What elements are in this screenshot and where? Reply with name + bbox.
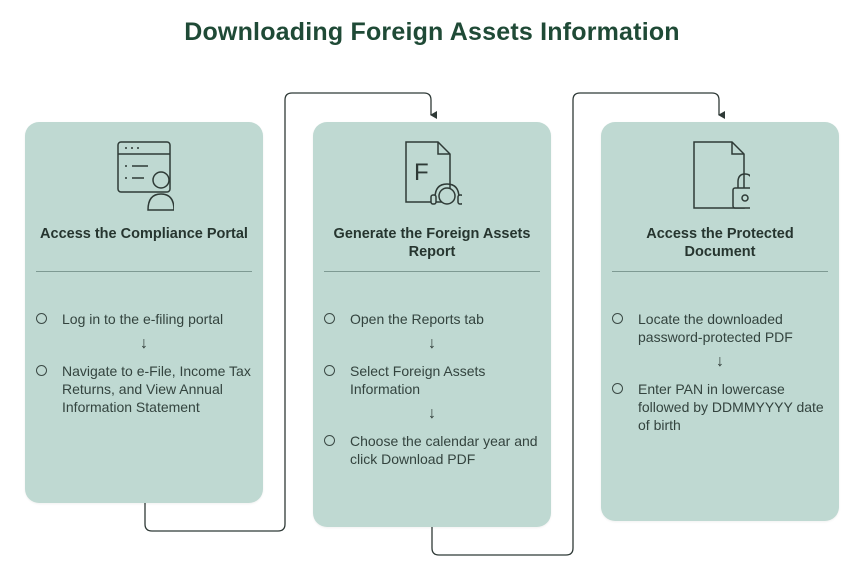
circle-bullet-icon [324,365,335,376]
step-card-foreign-assets-report: F Generate the Foreign Assets Report Ope… [313,122,551,527]
circle-bullet-icon [324,313,335,324]
list-item: Open the Reports tab [324,310,540,328]
list-item-text: Enter PAN in lowercase followed by DDMMY… [638,381,824,433]
list-item-text: Navigate to e-File, Income Tax Returns, … [62,363,251,415]
step-heading: Access the Compliance Portal [40,226,248,242]
list-item: Choose the calendar year and click Downl… [324,432,540,468]
circle-bullet-icon [612,383,623,394]
step-list: Locate the downloaded password-protected… [612,310,828,434]
list-item: Enter PAN in lowercase followed by DDMMY… [612,380,828,434]
circle-bullet-icon [36,313,47,324]
list-item: Locate the downloaded password-protected… [612,310,828,346]
circle-bullet-icon [612,313,623,324]
list-item: Log in to the e-filing portal [36,310,252,328]
page-title: Downloading Foreign Assets Information [184,18,680,46]
list-item: Navigate to e-File, Income Tax Returns, … [36,362,252,416]
down-arrow-icon: ↓ [716,353,724,370]
icon-letter: F [414,159,429,186]
step-card-compliance-portal: Access the Compliance Portal Log in to t… [25,122,263,503]
divider [612,271,828,272]
document-support-icon: F [405,141,462,205]
list-item-text: Open the Reports tab [350,311,484,327]
list-item-text: Select Foreign Assets Information [350,363,486,397]
divider [36,271,252,272]
list-item-text: Log in to the e-filing portal [62,311,224,327]
list-item-text: Locate the downloaded password-protected… [638,311,793,345]
circle-bullet-icon [324,435,335,446]
browser-user-icon [117,141,174,211]
step-card-protected-document: Access the Protected Document Locate the… [601,122,839,521]
step-heading: Generate the Foreign Assets Report [333,226,531,260]
locked-document-icon [693,141,750,209]
divider [324,271,540,272]
step-list: Log in to the e-filing portal ↓ Navigate… [36,310,252,416]
down-arrow-icon: ↓ [140,335,148,352]
circle-bullet-icon [36,365,47,376]
down-arrow-icon: ↓ [428,335,436,352]
step-heading: Access the Protected Document [646,226,794,260]
list-item: Select Foreign Assets Information [324,362,540,398]
down-arrow-icon: ↓ [428,405,436,422]
list-item-text: Choose the calendar year and click Downl… [350,433,538,467]
step-list: Open the Reports tab ↓ Select Foreign As… [324,310,540,468]
